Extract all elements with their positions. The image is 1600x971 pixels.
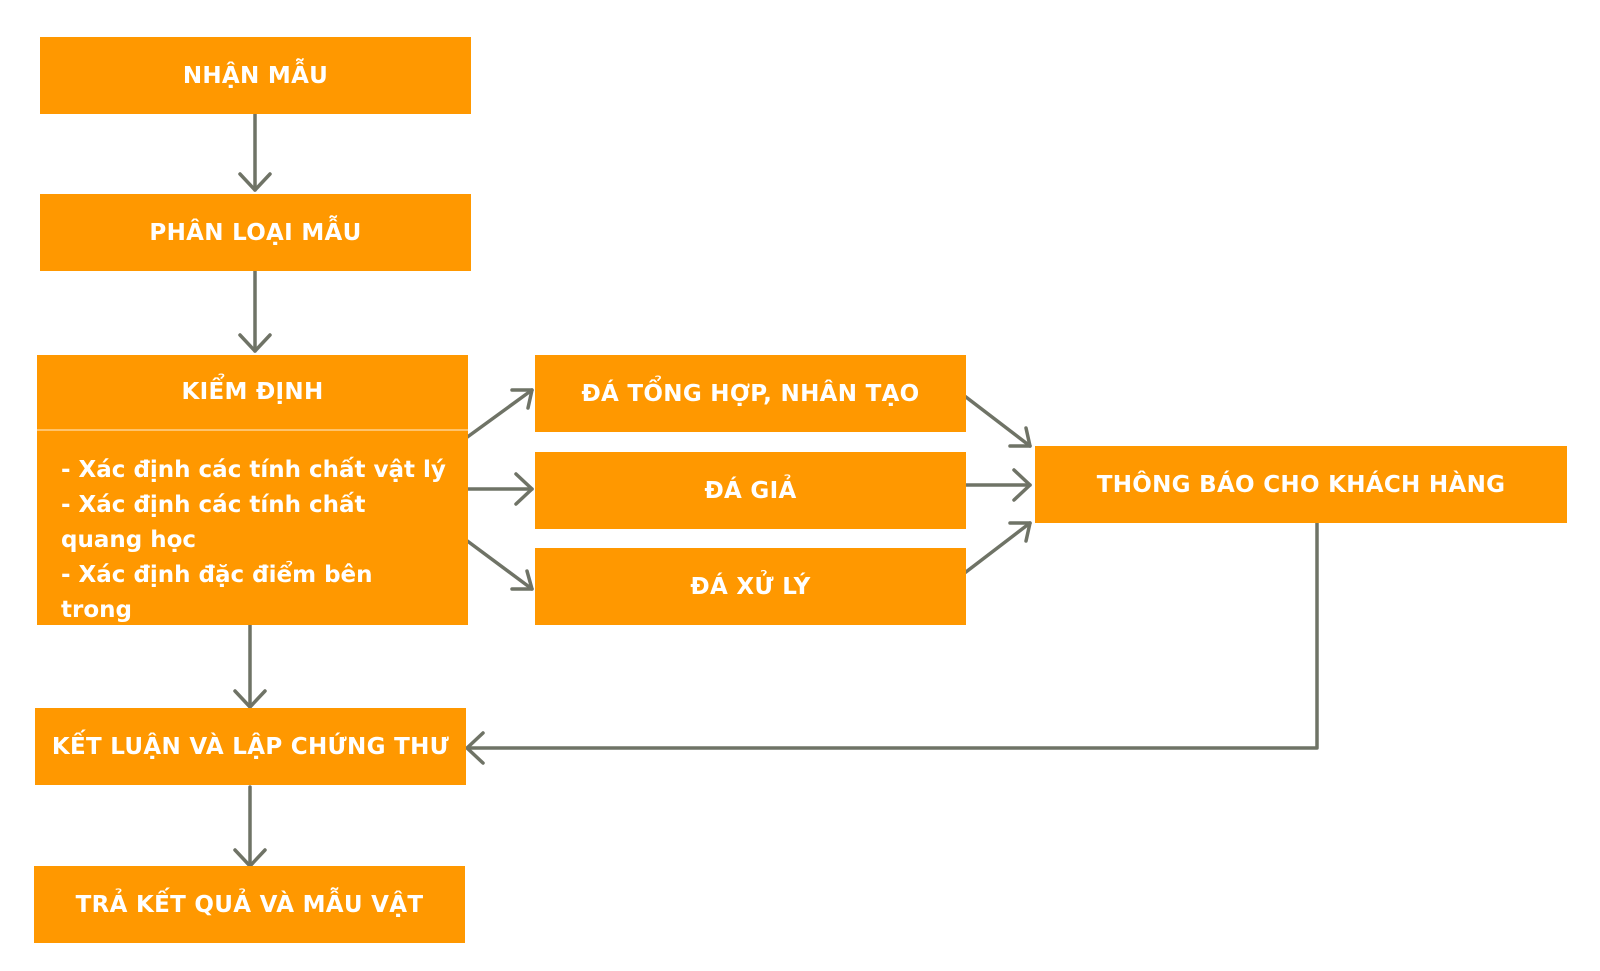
node-notify-customer-label: THÔNG BÁO CHO KHÁCH HÀNG	[1096, 471, 1506, 498]
arrow-classify-to-inspect	[238, 269, 272, 353]
node-imitation-stone: ĐÁ GIẢ	[535, 452, 966, 529]
arrow-inspect-to-conclude	[233, 622, 267, 709]
arrow-inspect-to-imitation	[464, 472, 534, 506]
node-treated-stone: ĐÁ XỬ LÝ	[535, 548, 966, 625]
node-classify-sample-label: PHÂN LOẠI MẪU	[149, 219, 362, 246]
node-inspection-title: KIỂM ĐỊNH	[37, 355, 468, 431]
arrow-treated-to-notify	[960, 521, 1032, 577]
arrow-imitation-to-notify	[960, 468, 1032, 502]
node-receive-sample-label: NHẬN MẪU	[182, 62, 329, 89]
node-classify-sample: PHÂN LOẠI MẪU	[40, 194, 471, 271]
node-synthetic-stone: ĐÁ TỔNG HỢP, NHÂN TẠO	[535, 355, 966, 432]
node-inspection: KIỂM ĐỊNH - Xác định các tính chất vật l…	[37, 355, 468, 625]
node-return-results-label: TRẢ KẾT QUẢ VÀ MẪU VẬT	[75, 891, 424, 918]
arrow-notify-to-conclude	[465, 521, 1319, 765]
inspection-detail-internal: - Xác định đặc điểm bên trong	[61, 562, 373, 623]
node-receive-sample: NHẬN MẪU	[40, 37, 471, 114]
arrow-receive-to-classify	[238, 111, 272, 192]
inspection-detail-optical: - Xác định các tính chất quang học	[61, 492, 366, 553]
inspection-detail-physical: - Xác định các tính chất vật lý	[61, 457, 446, 483]
node-notify-customer: THÔNG BÁO CHO KHÁCH HÀNG	[1035, 446, 1567, 523]
arrow-conclude-to-return	[233, 785, 267, 868]
node-imitation-stone-label: ĐÁ GIẢ	[704, 477, 797, 504]
node-return-results: TRẢ KẾT QUẢ VÀ MẪU VẬT	[34, 866, 465, 943]
node-conclusion-certificate-label: KẾT LUẬN VÀ LẬP CHỨNG THƯ	[51, 733, 450, 760]
arrow-inspect-to-treated	[464, 538, 534, 591]
node-conclusion-certificate: KẾT LUẬN VÀ LẬP CHỨNG THƯ	[35, 708, 466, 785]
arrow-inspect-to-synthetic	[464, 388, 534, 440]
node-inspection-details: - Xác định các tính chất vật lý - Xác đị…	[37, 431, 468, 628]
arrow-synthetic-to-notify	[960, 392, 1032, 448]
node-synthetic-stone-label: ĐÁ TỔNG HỢP, NHÂN TẠO	[581, 380, 920, 407]
node-treated-stone-label: ĐÁ XỬ LÝ	[690, 573, 811, 600]
